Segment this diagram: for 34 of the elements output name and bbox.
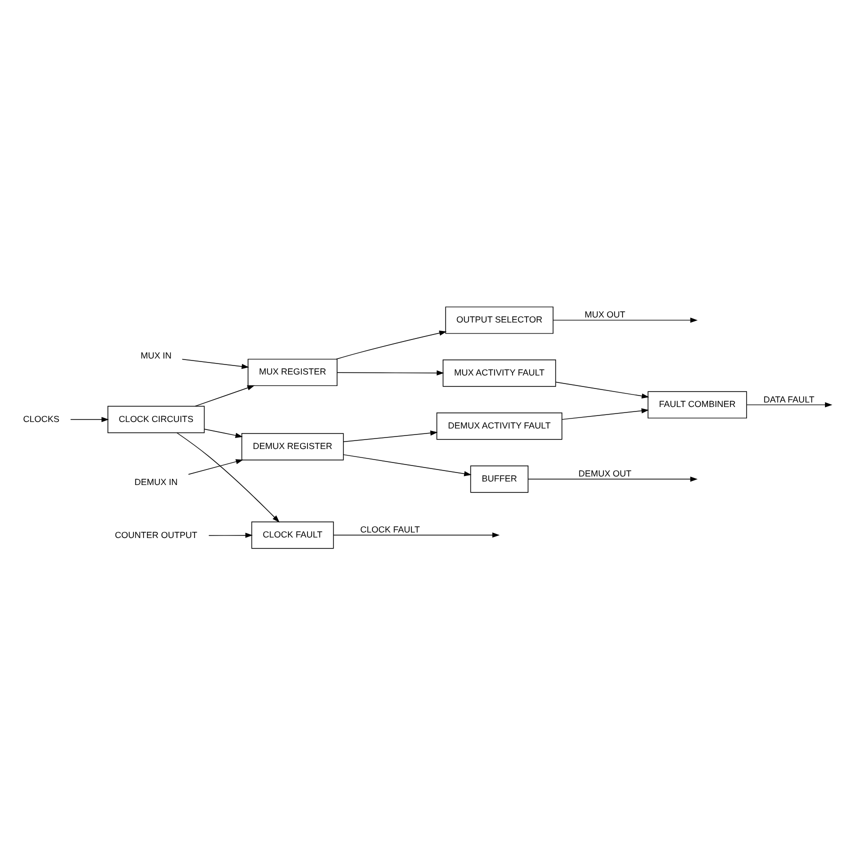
node-box: CLOCK FAULT: [251, 520, 334, 548]
arrow: [188, 458, 244, 474]
arrow: [562, 408, 649, 420]
node-box: FAULT COMBINER: [648, 390, 747, 418]
arrow: [194, 384, 255, 406]
edge-label: DEMUX OUT: [578, 468, 632, 478]
edge-label: MUX OUT: [584, 309, 626, 320]
arrow: [182, 358, 250, 368]
node-box: DEMUX REGISTER: [241, 432, 344, 460]
arrow: [556, 381, 650, 398]
node-text: DEMUX IN: [134, 476, 178, 487]
arrow: [208, 532, 253, 538]
arrow: [70, 416, 109, 422]
arrow: [552, 317, 698, 322]
arrow: [333, 532, 500, 538]
node-text: COUNTER OUTPUT: [114, 530, 198, 540]
node-box: DEMUX ACTIVITY FAULT: [436, 412, 562, 440]
arrow: [176, 432, 280, 522]
arrow: [336, 370, 444, 376]
node-box: MUX REGISTER: [248, 358, 338, 386]
node-box: MUX ACTIVITY FAULT: [442, 359, 556, 386]
node-text: MUX IN: [140, 350, 172, 360]
node-box: CLOCK CIRCUITS: [108, 405, 205, 433]
node-box: OUTPUT SELECTOR: [445, 306, 554, 334]
arrow: [746, 402, 832, 407]
arrow: [528, 476, 698, 482]
edge-label: DATA FAULT: [763, 394, 814, 404]
node-text: CLOCKS: [23, 413, 60, 424]
arrow: [204, 428, 243, 438]
edge-label: CLOCK FAULT: [360, 524, 420, 534]
arrow: [336, 330, 447, 359]
arrow: [343, 430, 438, 442]
arrow: [343, 454, 472, 476]
node-box: BUFFER: [470, 465, 528, 492]
